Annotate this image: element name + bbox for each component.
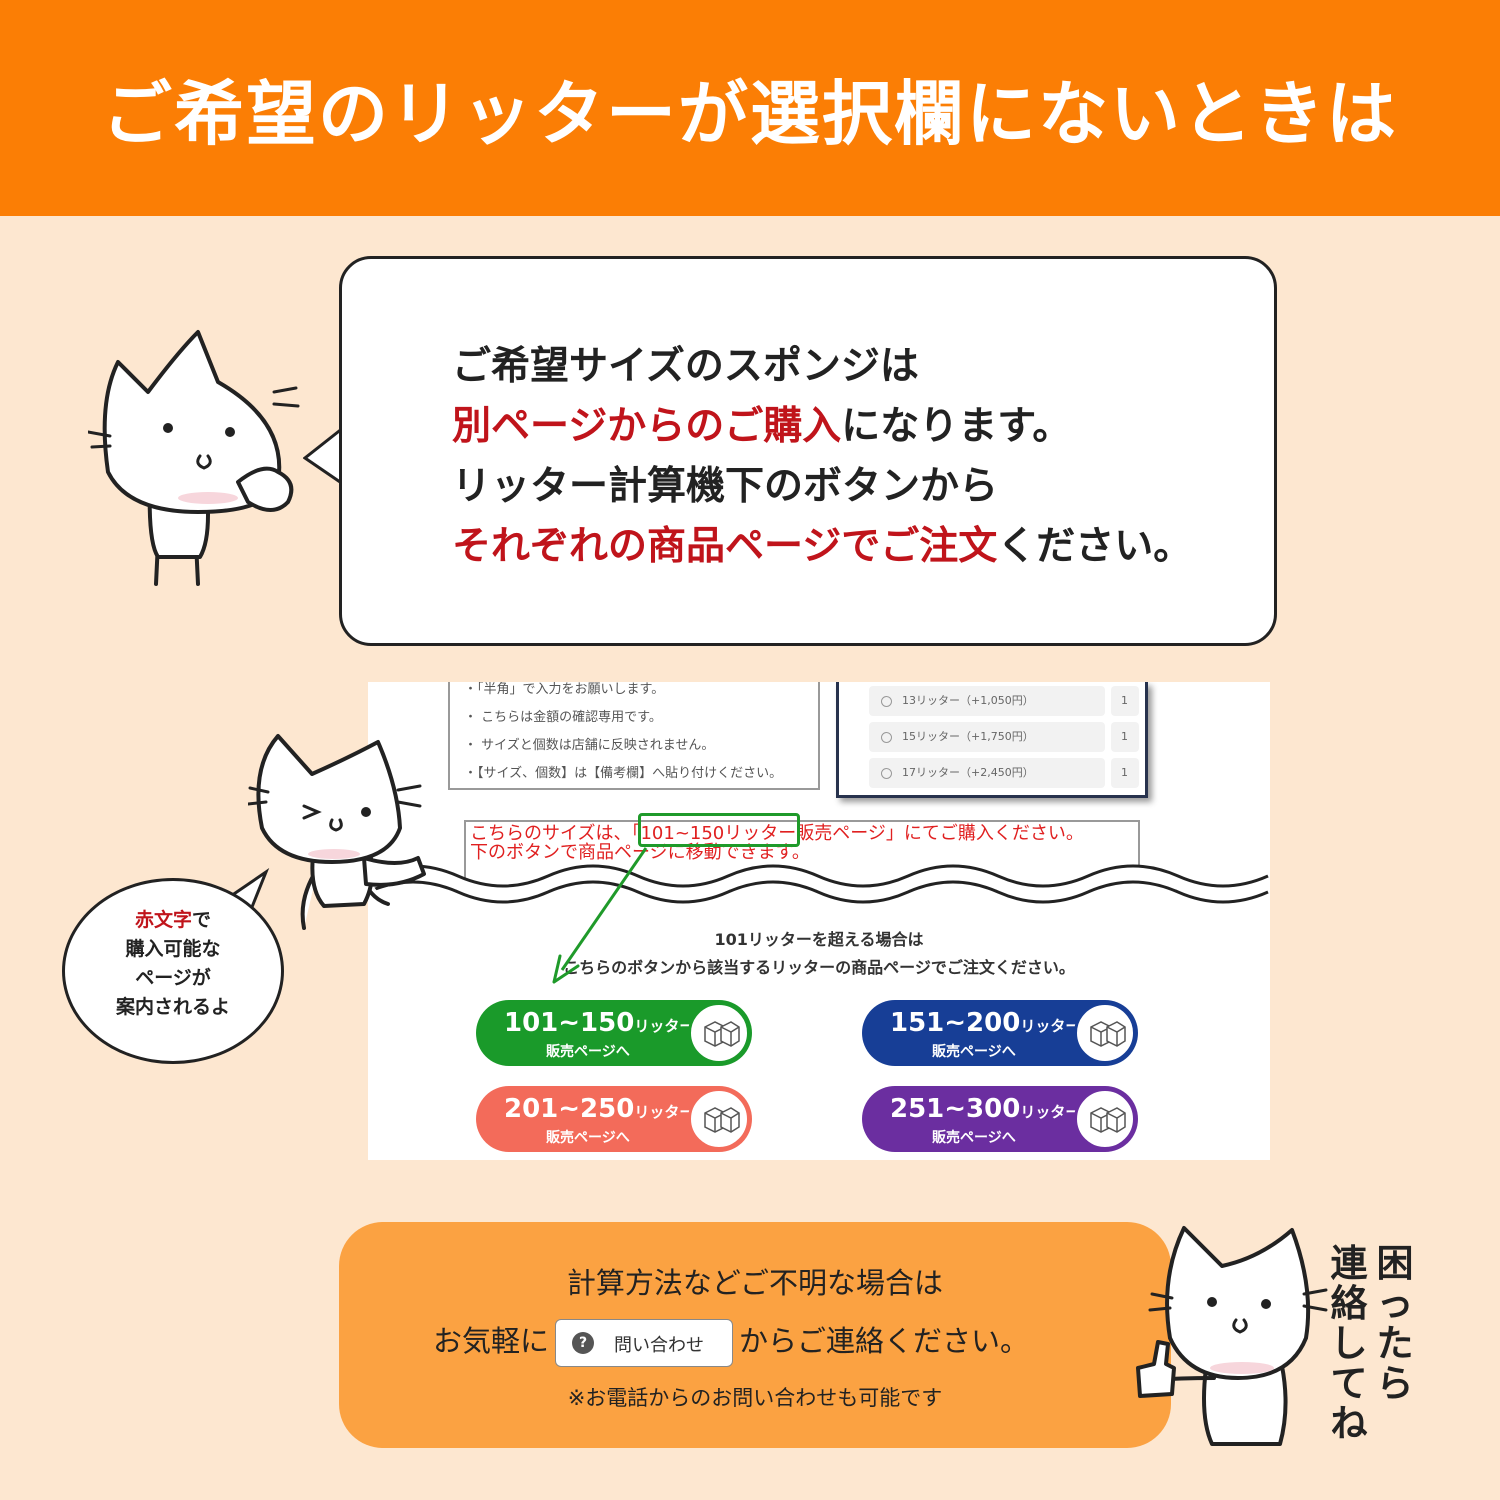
bubble-line-2-red: 別ページからのご購入	[452, 404, 842, 449]
bubble-line-4-red: それぞれの商品ページでご注文	[452, 524, 998, 569]
arrow-icon	[552, 847, 648, 984]
range-button-251-300[interactable]: 251~300リッター 販売ページへ	[862, 1086, 1138, 1152]
cube-icon	[1074, 1088, 1136, 1150]
cat-pointing-illustration	[248, 734, 426, 930]
contact-note: ※お電話からのお問い合わせも可能です	[567, 1386, 943, 1410]
radio-icon	[881, 767, 892, 779]
bubble-line-2-rest: になります。	[841, 404, 1072, 449]
cat-thumbs-up-illustration	[1136, 1226, 1328, 1446]
bubble-message: ご希望サイズのスポンジは 別ページからのご購入になります。 リッター計算機下のボ…	[452, 337, 1192, 577]
option-side[interactable]: 1	[1111, 722, 1139, 752]
speech-line-1: 赤文字で	[134, 909, 212, 931]
speech-line-4: 案内されるよ	[115, 996, 230, 1018]
option-13l[interactable]: 13リッター（+1,050円）	[869, 686, 1105, 716]
info-line-1: 101リッターを超える場合は	[714, 930, 924, 949]
range-sub-label: 販売ページへ	[546, 1044, 630, 1060]
header-banner: ご希望のリッターが選択欄にないときは	[0, 0, 1500, 216]
cube-icon	[688, 1002, 750, 1064]
liter-options-panel: 13リッター（+1,050円） 1 15リッター（+1,750円） 1 17リッ…	[836, 682, 1148, 798]
note-1: ・「半角」で入力をお願いします。	[464, 682, 665, 697]
cube-icon	[688, 1088, 750, 1150]
bubble-line-4-rest: ください。	[997, 524, 1193, 569]
note-4: ・【サイズ、個数】は【備考欄】へ貼り付けください。	[464, 766, 783, 781]
speech-bubble	[62, 878, 284, 1064]
contact-line-1: 計算方法などご不明な場合は	[566, 1266, 944, 1300]
screenshot-excerpt: ・「半角」で入力をお願いします。 ・ こちらは金額の確認専用です。 ・ サイズと…	[368, 682, 1270, 1160]
speech-line-2: 購入可能な	[125, 938, 221, 960]
note-2: ・ こちらは金額の確認専用です。	[464, 710, 662, 725]
page-title: ご希望のリッターが選択欄にないときは	[102, 72, 1398, 155]
bubble-line-3: リッター計算機下のボタンから	[452, 464, 999, 509]
contact-button-label: 問い合わせ	[614, 1335, 705, 1356]
speech-text: 赤文字で 購入可能な ページが 案内されるよ	[62, 906, 284, 1022]
red-notice-line-2: 下のボタンで商品ページに移動できます。	[470, 842, 810, 863]
speech-line-3: ページが	[135, 967, 211, 989]
range-sub-label: 販売ページへ	[932, 1130, 1016, 1146]
bubble-line-1: ご希望サイズのスポンジは	[452, 344, 919, 389]
contact-box: 計算方法などご不明な場合は お気軽に?問い合わせからご連絡ください。 ※お電話か…	[339, 1222, 1171, 1448]
contact-button[interactable]: ? 問い合わせ	[555, 1319, 734, 1367]
wavy-divider	[368, 864, 1270, 922]
range-button-101-150[interactable]: 101~150リッター 販売ページへ	[476, 1000, 752, 1066]
range-button-151-200[interactable]: 151~200リッター 販売ページへ	[862, 1000, 1138, 1066]
option-15l[interactable]: 15リッター（+1,750円）	[869, 722, 1105, 752]
speech-red: 赤文字	[134, 909, 192, 931]
cube-icon	[1074, 1002, 1136, 1064]
side-text-col-2: 連絡してね	[1330, 1242, 1368, 1445]
side-text-col-1: 困ったら	[1376, 1242, 1414, 1405]
info-line-2: こちらのボタンから該当するリッターの商品ページでご注文ください。	[563, 958, 1075, 977]
radio-icon	[881, 695, 892, 707]
bubble-line-4: それぞれの商品ページでご注文ください。	[452, 517, 1192, 577]
option-side[interactable]: 1	[1111, 686, 1139, 716]
range-label: 151~200リッター	[890, 1008, 1081, 1038]
red-notice-line-1: こちらのサイズは、「101~150リッター販売ページ」にてご購入ください。	[470, 823, 1084, 844]
range-sub-label: 販売ページへ	[932, 1044, 1016, 1060]
option-17l[interactable]: 17リッター（+2,450円）	[869, 758, 1105, 788]
note-3: ・ サイズと個数は店舗に反映されません。	[464, 738, 715, 753]
option-side[interactable]: 1	[1111, 758, 1139, 788]
range-label: 201~250リッター	[504, 1094, 695, 1124]
highlight-frame	[638, 813, 800, 847]
cat-waving-illustration	[88, 330, 300, 586]
info-bubble: ご希望サイズのスポンジは 別ページからのご購入になります。 リッター計算機下のボ…	[339, 256, 1277, 646]
bubble-line-2: 別ページからのご購入になります。	[452, 397, 1192, 457]
contact-line-2: お気軽に?問い合わせからご連絡ください。	[433, 1318, 1029, 1367]
range-sub-label: 販売ページへ	[546, 1130, 630, 1146]
range-button-201-250[interactable]: 201~250リッター 販売ページへ	[476, 1086, 752, 1152]
range-label: 101~150リッター	[504, 1008, 695, 1038]
radio-icon	[881, 731, 892, 743]
range-label: 251~300リッター	[890, 1094, 1081, 1124]
question-icon: ?	[572, 1332, 595, 1354]
notes-box: ・「半角」で入力をお願いします。 ・ こちらは金額の確認専用です。 ・ サイズと…	[448, 682, 820, 790]
